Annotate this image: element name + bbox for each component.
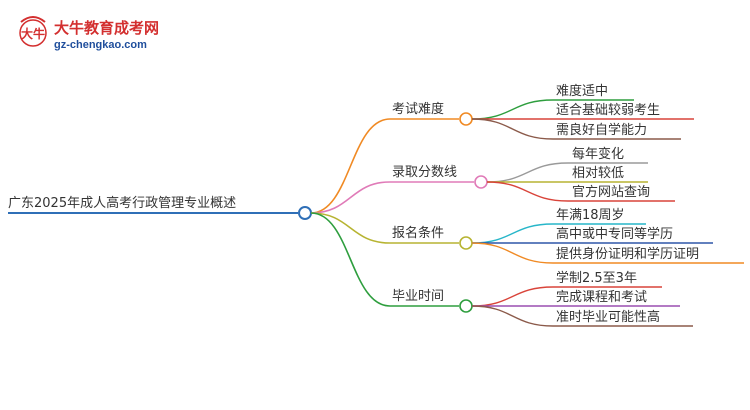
root-connector[interactable] [298,206,312,220]
leaf-label: 年满18周岁 [556,208,625,223]
leaf-label: 难度适中 [556,83,608,99]
branch-connector [310,212,391,244]
leaf-node[interactable]: 官方网站查询 [486,181,675,202]
leaf-connector [471,286,554,307]
leaf-connector [471,223,554,244]
logo: 大牛 大牛教育成考网 gz-chengkao.com [19,16,159,51]
branch-label: 毕业时间 [392,289,444,304]
logo-name: 大牛教育成考网 [54,19,159,37]
leaf-connector [486,162,569,183]
branch-node[interactable]: 毕业时间 [310,212,473,313]
leaf-connector [471,118,554,140]
branch-toggle[interactable] [474,175,488,189]
leaf-connector [471,99,554,120]
branch-node[interactable]: 考试难度 [310,101,473,214]
branch-node[interactable]: 报名条件 [310,212,473,250]
leaf-label: 学制2.5至3年 [556,270,637,286]
leaf-label: 适合基础较弱考生 [556,103,660,118]
leaf-node[interactable]: 完成课程和考试 [472,290,680,307]
leaf-connector [486,181,569,202]
leaf-label: 准时毕业可能性高 [556,309,660,325]
branch-label: 考试难度 [392,101,444,117]
branch-connector [310,181,391,214]
leaf-node[interactable]: 高中或中专同等学历 [472,226,713,244]
root-label: 广东2025年成人高考行政管理专业概述 [8,195,236,211]
branch-toggle[interactable] [459,236,473,250]
logo-url: gz-chengkao.com [54,39,147,51]
leaf-label: 提供身份证明和学历证明 [556,246,699,262]
root-node[interactable]: 广东2025年成人高考行政管理专业概述 [8,195,312,220]
branch-label: 报名条件 [392,225,444,241]
branch-connector [310,212,391,307]
bull-emblem-icon: 大牛 [19,16,47,47]
branch-toggle[interactable] [459,112,473,126]
leaf-label: 完成课程和考试 [556,290,647,305]
branch-node[interactable]: 录取分数线 [310,165,488,214]
branch-connector [310,118,391,214]
leaf-node[interactable]: 准时毕业可能性高 [471,305,693,327]
logo-emblem-text: 大牛 [21,26,45,41]
branch-label: 录取分数线 [392,165,457,180]
leaf-label: 高中或中专同等学历 [556,226,673,242]
leaf-node[interactable]: 需良好自学能力 [471,118,681,140]
leaf-label: 官方网站查询 [572,184,650,200]
leaf-connector [471,242,554,264]
leaf-connector [471,305,554,327]
leaf-node[interactable]: 提供身份证明和学历证明 [471,242,744,264]
leaf-node[interactable]: 适合基础较弱考生 [471,103,694,120]
leaf-label: 需良好自学能力 [556,122,647,138]
leaf-label: 相对较低 [572,166,624,181]
leaf-node[interactable]: 年满18周岁 [471,208,646,244]
leaf-label: 每年变化 [572,146,624,162]
branch-toggle[interactable] [459,299,473,313]
